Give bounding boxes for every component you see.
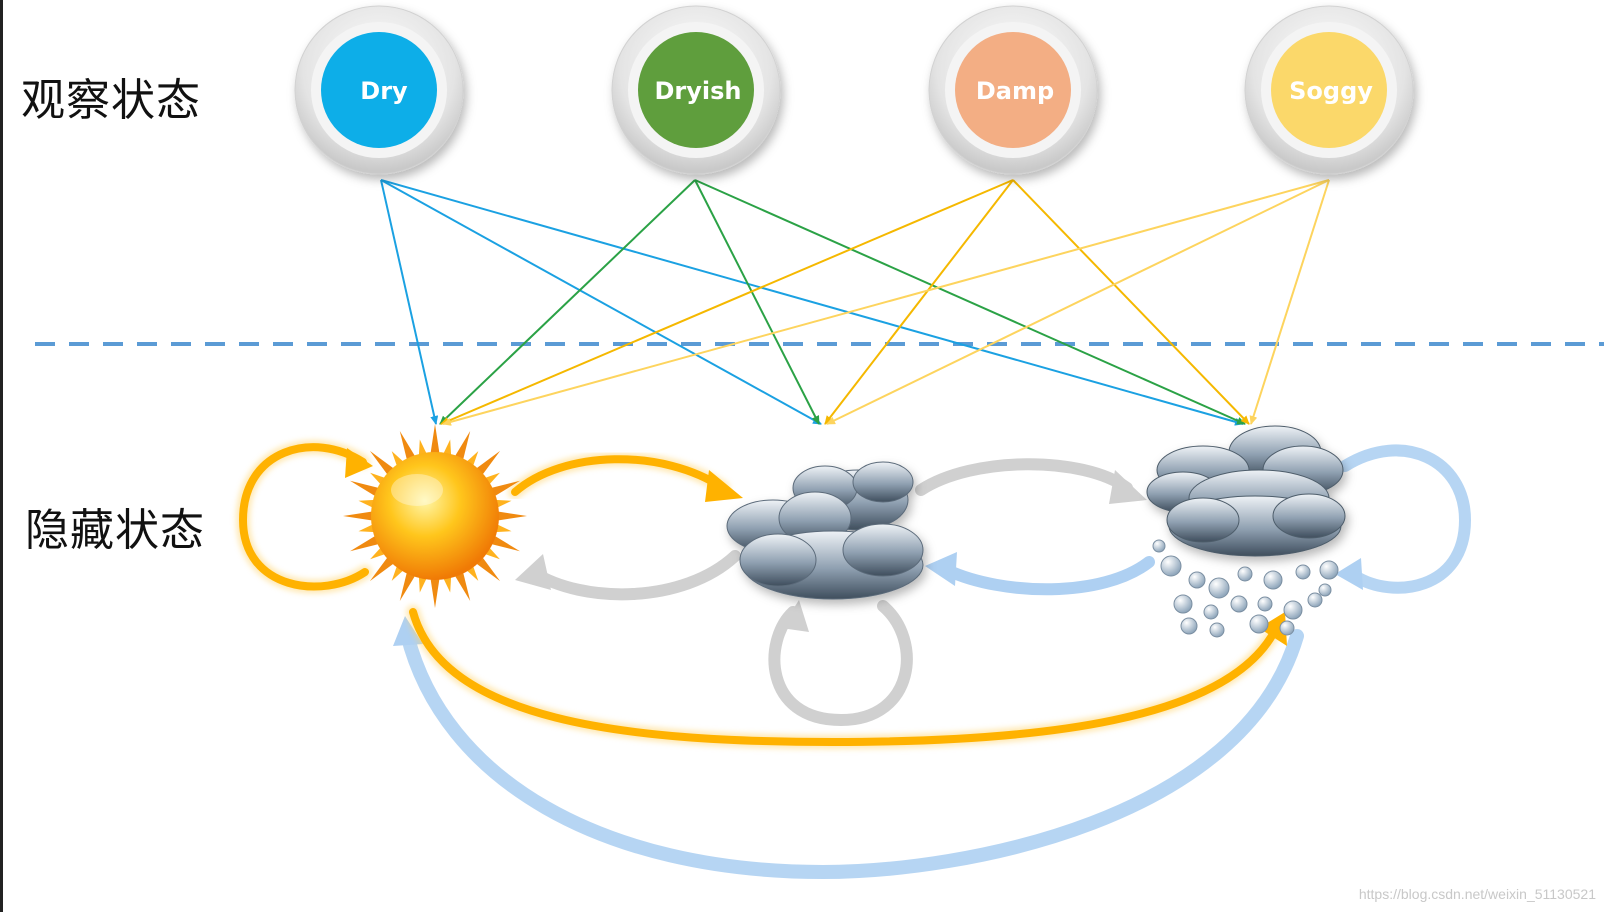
observed-dot-dry [321,32,437,148]
raindrop [1279,620,1295,636]
edge-dryish-sun [439,179,696,425]
edge-soggy-sun [442,179,1330,426]
edge-dryish-cloud [694,179,820,425]
raindrop [1209,622,1225,638]
observed-label-dryish: Dryish [655,77,742,105]
sun-ray [429,573,441,608]
sun-ray [343,510,378,522]
raindrop [1319,560,1339,580]
hmm-diagram: Dry Dryish Damp Soggy [35,5,1604,880]
emission-edges [380,179,1330,426]
observed-dot-damp [955,32,1071,148]
edge-soggy-cloud [826,179,1330,425]
observed-state-dry: Dry [294,5,464,175]
observed-label-soggy: Soggy [1289,77,1373,105]
raindrop [1295,564,1311,580]
transition-sun-rain [406,605,1287,750]
observed-dot-soggy [1271,32,1387,148]
raindrop [1249,614,1269,634]
transition-rain-self [1335,444,1472,594]
raindrop [1257,596,1273,612]
raindrop [1160,555,1182,577]
observed-label-dry: Dry [360,77,408,105]
sun-ray [429,424,441,459]
raindrop [1283,600,1303,620]
edge-dryish-rain [694,179,1246,425]
raindrop [1230,595,1248,613]
edge-damp-rain [1012,179,1250,425]
raindrop [1208,577,1230,599]
cloud-icon [726,461,924,600]
transition-sun-self [235,440,373,594]
hidden-states-label: 隐藏状态 [25,505,205,556]
edge-dry-rain [380,179,1244,426]
edge-soggy-rain [1249,179,1330,425]
edge-dry-sun [380,179,439,425]
raindrop [1237,566,1253,582]
transition-cloud-self [768,600,913,727]
raindrop [1203,604,1219,620]
watermark: https://blog.csdn.net/weixin_51130521 [1358,886,1596,902]
raindrop [1307,592,1323,608]
edge-dry-cloud [380,179,822,425]
observed-state-damp: Damp [928,5,1098,175]
sun-icon [343,424,527,608]
observed-states-label: 观察状态 [21,75,201,126]
edge-damp-cloud [824,179,1014,425]
transition-sun-cloud [508,452,743,502]
raindrops [1152,539,1339,638]
raindrop [1180,617,1198,635]
observed-state-dryish: Dryish [611,5,781,175]
raindrop [1188,571,1206,589]
observed-dot-dryish [638,32,754,148]
raindrop [1152,539,1166,553]
raindrop [1173,594,1193,614]
rain-cloud-icon [1146,425,1346,638]
transition-edges [235,440,1472,880]
edge-damp-sun [440,179,1014,425]
transition-cloud-sun [515,550,741,601]
observed-label-damp: Damp [976,77,1054,105]
raindrop [1263,570,1283,590]
transition-cloud-rain [915,458,1147,504]
sun-ray [492,510,527,522]
observed-state-soggy: Soggy [1244,5,1414,175]
transition-rain-cloud [925,552,1155,596]
transition-rain-sun [393,616,1304,880]
raindrop [1318,583,1332,597]
